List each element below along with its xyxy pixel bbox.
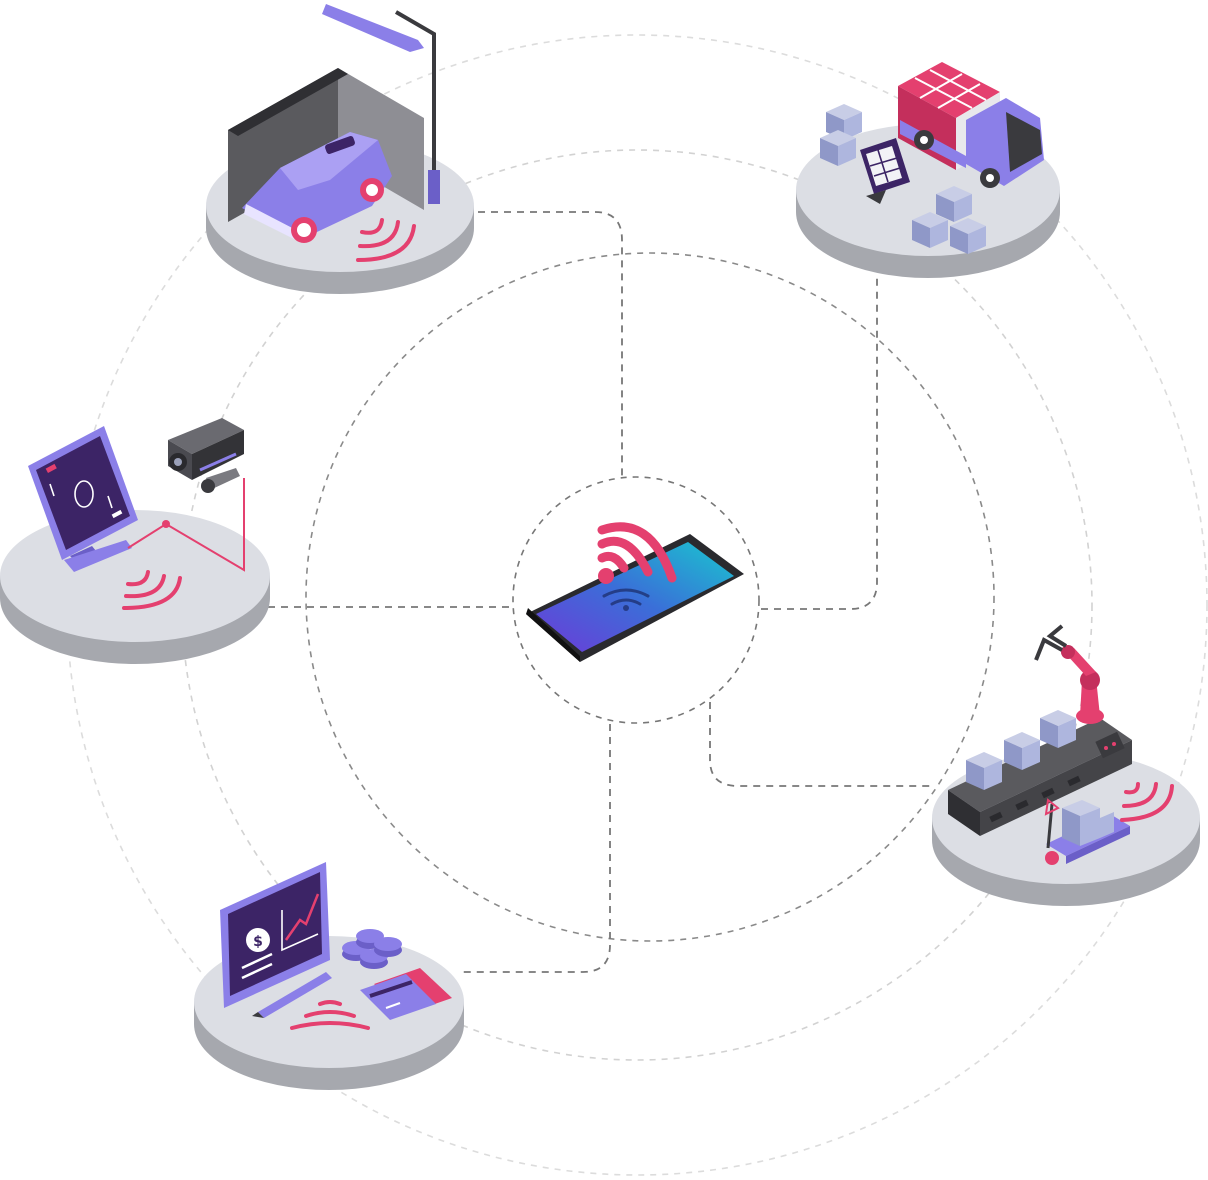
hub-ring	[512, 476, 760, 724]
wireless-signal-icon	[1120, 782, 1174, 822]
node-contactless-payment: $	[194, 862, 464, 1090]
garage-car-icon	[228, 4, 440, 243]
connectors	[268, 211, 935, 973]
svg-text:$: $	[253, 934, 263, 950]
payment-tablet-card-icon: $	[220, 862, 452, 1020]
connector-logistics	[761, 278, 878, 610]
node-surveillance	[0, 418, 270, 664]
connector-industrial	[709, 702, 935, 787]
node-logistics	[796, 62, 1060, 278]
node-smart-garage	[206, 4, 474, 294]
coin-stack	[342, 929, 402, 969]
hub-smartphone	[526, 522, 744, 662]
connector-payment	[460, 724, 611, 973]
wireless-signal-icon	[290, 1000, 370, 1030]
robot-arm-conveyor-icon	[948, 624, 1132, 865]
orbit-ring-inner	[305, 252, 995, 942]
wifi-signal-icon	[597, 522, 677, 583]
wireless-signal-icon	[122, 570, 182, 610]
node-industrial-automation	[932, 624, 1200, 906]
connector-garage	[478, 211, 623, 477]
platform	[0, 510, 270, 664]
wireless-signal-icon	[356, 218, 416, 262]
smartphone-wifi-icon	[526, 522, 744, 662]
delivery-truck-icon	[820, 62, 1044, 254]
security-camera-monitor-icon	[28, 418, 245, 572]
cargo-boxes	[820, 104, 986, 254]
